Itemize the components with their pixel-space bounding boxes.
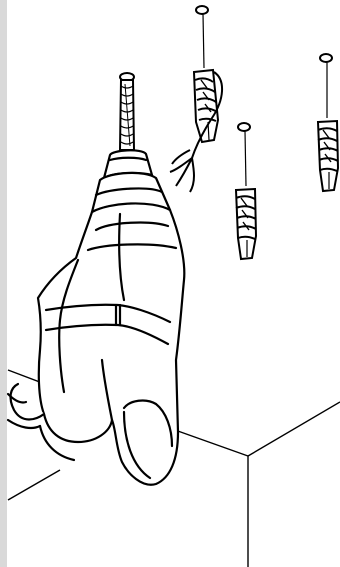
drill-bit-icon bbox=[120, 73, 134, 150]
screw-head-icon bbox=[238, 123, 250, 186]
drill-icon bbox=[8, 150, 184, 484]
screw-head-icon bbox=[196, 6, 208, 68]
screw-head-icon bbox=[320, 54, 332, 118]
wall-plug-icon bbox=[236, 189, 256, 259]
wall-plug-icon bbox=[194, 70, 218, 142]
wall-plug-icon bbox=[318, 121, 338, 191]
